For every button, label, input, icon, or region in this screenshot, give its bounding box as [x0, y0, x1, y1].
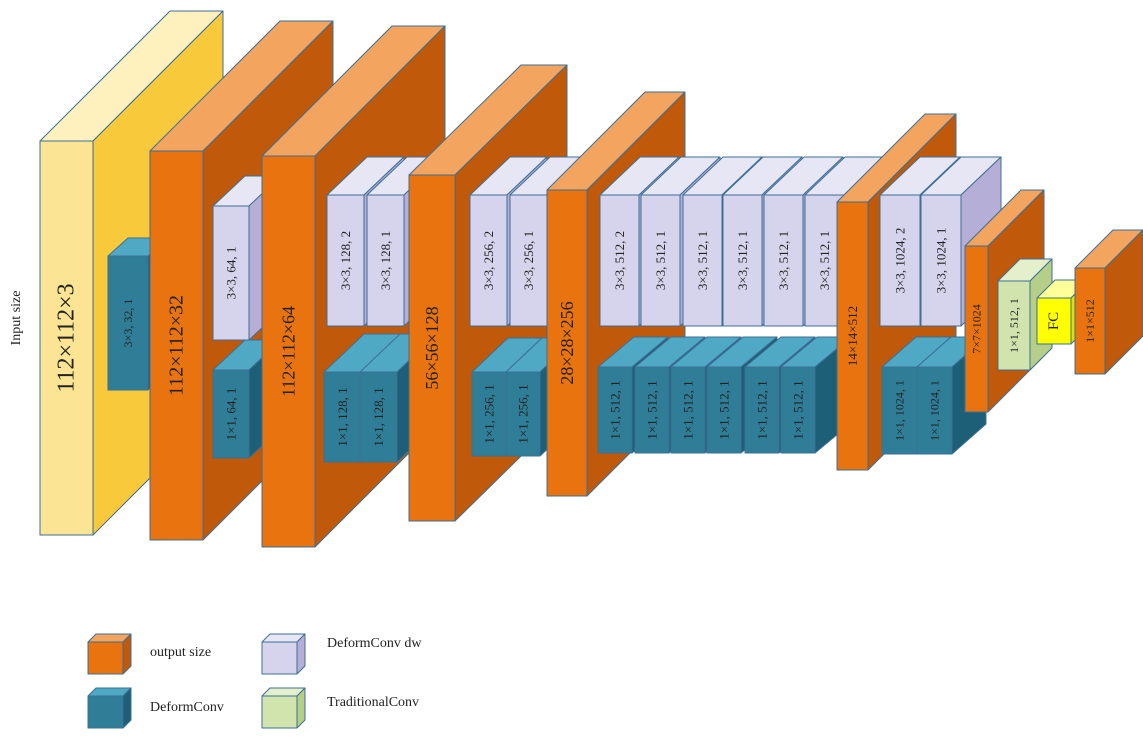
block-label: 7×7×1024 — [970, 304, 984, 354]
block-label: 1×1, 1024, 1 — [928, 380, 942, 441]
block-label: 3×3, 128, 1 — [378, 231, 393, 290]
block-label: 3×3, 128, 2 — [338, 231, 353, 290]
blocks-layer: 112×112×3 3×3, 32, 1 112×112×32 3×3, 64, 1 1… — [39, 10, 1143, 548]
legend-item-traditionalconv: TraditionalConv — [261, 687, 419, 729]
block-front-face — [920, 194, 962, 327]
legend-item-output-size: output size — [87, 633, 211, 675]
block-front-face — [546, 189, 588, 497]
block-label: 3×3, 64, 1 — [224, 247, 239, 300]
block-front-face — [408, 174, 456, 522]
block-front-face — [763, 194, 804, 327]
block-front-face — [261, 155, 316, 548]
legend-item-deformconv-dw: DeformConv dw — [261, 633, 422, 675]
block-label: 1×1, 512, 1 — [1007, 298, 1021, 353]
input-size-label: Input size — [9, 291, 24, 346]
block-label: 3×3, 32, 1 — [121, 299, 135, 348]
legend-swatch-front-face — [261, 695, 298, 729]
block-label: 56×56×128 — [422, 306, 442, 389]
block-label: 1×1, 512, 1 — [645, 380, 660, 439]
block-front-face — [780, 366, 816, 454]
block-label: 3×3, 512, 1 — [653, 231, 668, 290]
legend-swatch-front-face — [87, 695, 124, 729]
block-label: 1×1, 64, 1 — [224, 388, 239, 441]
block-output-size: 1×1×512 — [1074, 229, 1143, 375]
block-front-face — [997, 280, 1031, 371]
block-front-face — [366, 194, 405, 327]
block-label: 3×3, 256, 1 — [521, 231, 536, 290]
block-front-face — [359, 371, 398, 463]
block-front-face — [634, 366, 670, 454]
block-label: 112×112×3 — [54, 283, 80, 392]
block-front-face — [107, 255, 149, 391]
block-label: 14×14×512 — [845, 306, 860, 366]
legend-label: output size — [150, 645, 211, 660]
block-front-face — [836, 201, 869, 471]
block-label: FC — [1046, 312, 1062, 330]
block-label: 3×3, 512, 1 — [776, 231, 791, 290]
block-front-face — [505, 371, 541, 457]
block-front-face — [597, 366, 633, 454]
block-label: 1×1×512 — [1083, 299, 1097, 343]
block-label: 1×1, 512, 1 — [717, 380, 732, 439]
legend-item-deformconv: DeformConv — [87, 687, 224, 729]
block-label: 3×3, 512, 1 — [695, 231, 710, 290]
block-front-face — [964, 245, 989, 413]
legend-label: DeformConv dw — [327, 636, 422, 651]
block-label: 1×1, 128, 1 — [371, 387, 386, 446]
block-front-face — [744, 366, 780, 454]
block-front-face — [916, 366, 953, 455]
block-label: 1×1, 512, 1 — [755, 380, 770, 439]
block-front-face — [640, 194, 681, 327]
block-label: 3×3, 256, 2 — [481, 231, 496, 290]
block-label: 3×3, 512, 2 — [612, 231, 627, 290]
block-front-face — [599, 194, 640, 327]
block-label: 28×28×256 — [557, 301, 577, 384]
block-front-face — [149, 150, 204, 541]
block-label: 112×112×32 — [166, 295, 188, 396]
block-label: 1×1, 1024, 1 — [893, 380, 907, 441]
block-label: 1×1, 128, 1 — [335, 387, 350, 446]
block-label: 3×3, 1024, 2 — [893, 228, 908, 294]
block-front-face — [706, 366, 742, 454]
block-front-face — [469, 194, 508, 327]
legend-label: TraditionalConv — [327, 695, 419, 710]
block-front-face — [39, 140, 94, 536]
block-front-face — [879, 194, 921, 327]
block-front-face — [212, 369, 250, 459]
legend-label: DeformConv — [150, 700, 224, 715]
block-front-face — [326, 194, 365, 327]
legend-swatch-front-face — [261, 641, 298, 675]
block-front-face — [722, 194, 763, 327]
block-front-face — [670, 366, 706, 454]
legend-swatch-front-face — [87, 641, 124, 675]
block-label: 1×1, 512, 1 — [681, 380, 696, 439]
block-label: 1×1, 512, 1 — [791, 380, 806, 439]
block-label: 1×1, 256, 1 — [516, 384, 531, 443]
block-front-face — [1074, 267, 1106, 375]
block-label: 3×3, 512, 1 — [817, 231, 832, 290]
block-front-face — [682, 194, 723, 327]
block-label: 3×3, 1024, 1 — [934, 228, 949, 294]
block-label: 112×112×64 — [279, 306, 299, 397]
block-label: 3×3, 512, 1 — [735, 231, 750, 290]
block-label: 1×1, 512, 1 — [608, 380, 623, 439]
block-label: 1×1, 256, 1 — [482, 384, 497, 443]
block-front-face — [1036, 297, 1072, 345]
legend: output size DeformConv dw DeformConv Tradit… — [87, 633, 422, 729]
